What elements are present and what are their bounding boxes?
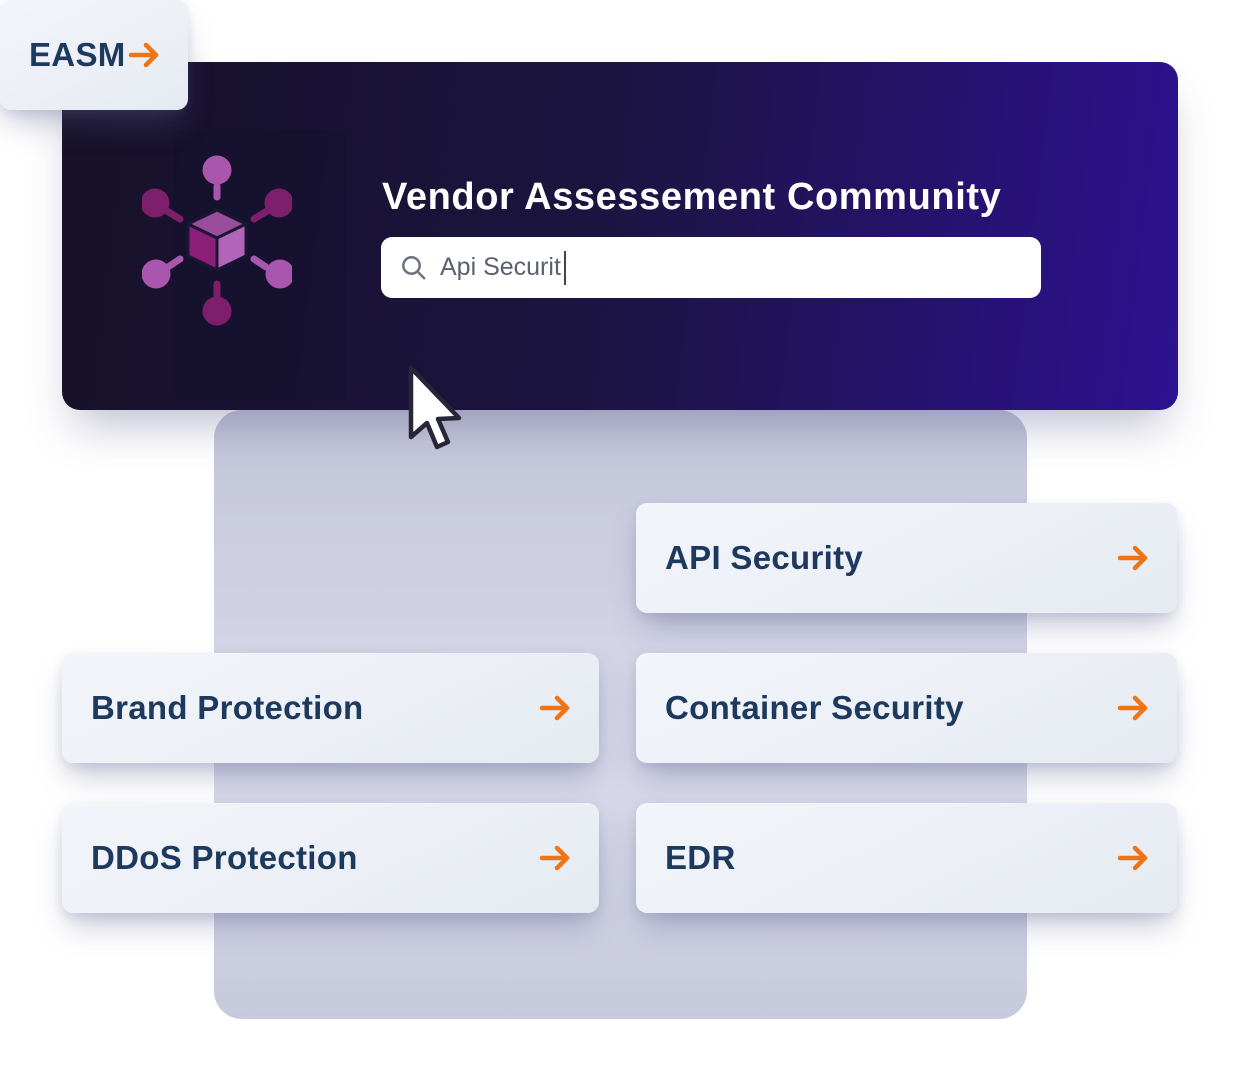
- header-card: Vendor Assessement Community Api Securit: [62, 62, 1178, 410]
- search-input[interactable]: Api Securit: [381, 237, 1041, 298]
- search-icon: [402, 256, 426, 280]
- arrow-right-icon: [128, 42, 158, 68]
- arrow-right-icon: [1117, 695, 1148, 721]
- category-card-container-security[interactable]: Container Security: [636, 653, 1177, 763]
- category-card-brand-protection[interactable]: Brand Protection: [62, 653, 599, 763]
- category-label: EASM: [29, 36, 126, 73]
- category-label: Brand Protection: [91, 689, 364, 726]
- category-card-edr[interactable]: EDR: [636, 803, 1177, 913]
- category-label: Container Security: [665, 689, 964, 726]
- category-card-api-security[interactable]: API Security: [636, 503, 1177, 613]
- arrow-right-icon: [1117, 545, 1148, 571]
- category-label: EDR: [665, 839, 736, 876]
- search-value: Api Securit: [440, 253, 561, 281]
- category-label: API Security: [665, 539, 864, 576]
- arrow-right-icon: [539, 845, 570, 871]
- page-title: Vendor Assessement Community: [382, 176, 1002, 218]
- category-card-easm[interactable]: EASM: [0, 0, 188, 110]
- category-label: DDoS Protection: [91, 839, 358, 876]
- cube-network-icon: [142, 155, 292, 326]
- arrow-right-icon: [1117, 845, 1148, 871]
- mouse-cursor-icon: [408, 365, 462, 450]
- text-caret-icon: [563, 250, 567, 285]
- category-card-ddos-protection[interactable]: DDoS Protection: [62, 803, 599, 913]
- arrow-right-icon: [539, 695, 570, 721]
